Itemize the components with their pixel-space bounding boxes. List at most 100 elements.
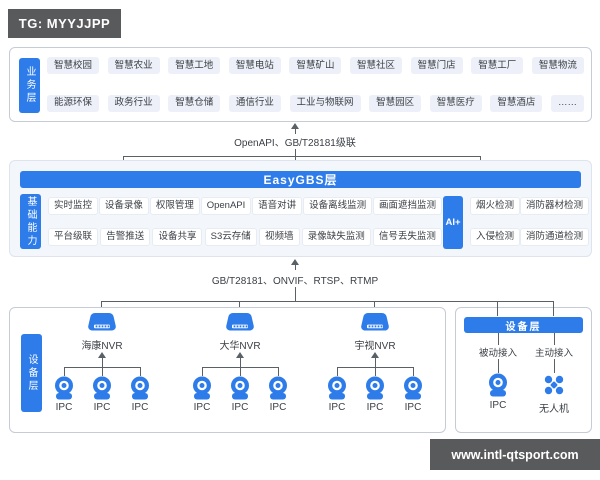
capability-item: 语音对讲 bbox=[252, 197, 303, 216]
access-panel: 设备层 被动接入 IPC 主动接入 无人机 bbox=[455, 307, 592, 433]
ai-row-2: 入侵检测 消防通道检测 bbox=[470, 227, 590, 246]
capability-item: 告警推送 bbox=[100, 227, 151, 246]
ipc-label: IPC bbox=[328, 402, 346, 413]
arrow-up-icon bbox=[371, 352, 379, 358]
device-layer-box: 设备层 海康NVR IPC IPC IPC bbox=[9, 307, 446, 433]
business-item: 智慧农业 bbox=[107, 57, 160, 75]
connector-line bbox=[278, 367, 279, 376]
connector-top-label: OpenAPI、GB/T28181级联 bbox=[234, 138, 356, 149]
connector-line bbox=[497, 301, 498, 316]
ipc-label: IPC bbox=[193, 402, 211, 413]
ipc-label: IPC bbox=[55, 402, 73, 413]
access-panel-header: 设备层 bbox=[464, 317, 583, 333]
connector-line bbox=[498, 333, 499, 345]
connector-line bbox=[553, 301, 554, 316]
ipc-camera-icon bbox=[267, 376, 289, 400]
access-device-label: IPC bbox=[489, 400, 507, 411]
connector-line bbox=[413, 367, 414, 376]
nvr-icon bbox=[224, 312, 256, 332]
capability-item: OpenAPI bbox=[200, 197, 252, 216]
nvr-icon bbox=[359, 312, 391, 332]
ipc-camera-icon bbox=[53, 376, 75, 400]
capability-item: 设备共享 bbox=[152, 227, 203, 246]
ai-capability-item: 消防通道检测 bbox=[520, 227, 590, 246]
capability-row-2: 平台级联 告警推送 设备共享 S3云存储 视频墙 录像缺失监测 信号丢失监测 bbox=[48, 227, 442, 246]
device-layer-label: 设备层 bbox=[21, 334, 42, 412]
business-layer-box: 业务层 智慧校园 智慧农业 智慧工地 智慧电站 智慧矿山 智慧社区 智慧门店 智… bbox=[9, 47, 592, 122]
ipc-label: IPC bbox=[131, 402, 149, 413]
business-item: 智慧园区 bbox=[369, 94, 422, 112]
connector-line bbox=[64, 367, 65, 376]
business-item: 智慧仓储 bbox=[168, 94, 221, 112]
ipc-camera-icon bbox=[191, 376, 213, 400]
connector-line bbox=[202, 367, 203, 376]
connector-bottom-label: GB/T28181、ONVIF、RTSP、RTMP bbox=[211, 276, 379, 287]
business-item: 能源环保 bbox=[47, 94, 100, 112]
connector-line bbox=[240, 357, 241, 367]
nvr-name: 海康NVR bbox=[81, 341, 123, 352]
connector-line bbox=[295, 128, 296, 134]
tg-watermark-badge: TG: MYYJJPP bbox=[8, 9, 121, 38]
website-badge: www.intl-qtsport.com bbox=[430, 439, 600, 470]
business-item: 智慧物流 bbox=[531, 57, 584, 75]
capability-item: 平台级联 bbox=[48, 227, 99, 246]
capability-item: 设备离线监测 bbox=[303, 197, 373, 216]
arrow-up-icon bbox=[291, 123, 299, 129]
ipc-camera-icon bbox=[364, 376, 386, 400]
business-item: 智慧社区 bbox=[350, 57, 403, 75]
ipc-camera-icon bbox=[91, 376, 113, 400]
business-layer-grid: 智慧校园 智慧农业 智慧工地 智慧电站 智慧矿山 智慧社区 智慧门店 智慧工厂 … bbox=[47, 57, 584, 112]
arrow-up-icon bbox=[291, 259, 299, 265]
connector-line bbox=[102, 367, 103, 376]
ai-capability-item: 入侵检测 bbox=[470, 227, 521, 246]
nvr-name: 宇视NVR bbox=[354, 341, 396, 352]
business-row-2: 能源环保 政务行业 智慧仓储 通信行业 工业与物联网 智慧园区 智慧医疗 智慧酒… bbox=[47, 94, 584, 112]
drone-icon bbox=[543, 374, 565, 396]
business-item: 智慧校园 bbox=[47, 57, 100, 75]
connector-line bbox=[295, 264, 296, 270]
business-item: 智慧电站 bbox=[228, 57, 281, 75]
connector-line bbox=[240, 367, 241, 376]
business-item: 工业与物联网 bbox=[289, 94, 361, 112]
platform-layer-box: EasyGBS层 基础能力 实时监控 设备录像 权限管理 OpenAPI 语音对… bbox=[9, 160, 592, 257]
business-item: 智慧酒店 bbox=[490, 94, 543, 112]
connector-line bbox=[101, 301, 553, 302]
ipc-label: IPC bbox=[366, 402, 384, 413]
arrow-up-icon bbox=[98, 352, 106, 358]
capability-item: 实时监控 bbox=[48, 197, 99, 216]
business-item: 智慧医疗 bbox=[429, 94, 482, 112]
ipc-label: IPC bbox=[231, 402, 249, 413]
connector-line bbox=[101, 301, 102, 312]
connector-line bbox=[295, 287, 296, 302]
business-item: 智慧工厂 bbox=[471, 57, 524, 75]
connector-line bbox=[375, 367, 376, 376]
nvr-icon bbox=[86, 312, 118, 332]
nvr-name: 大华NVR bbox=[219, 341, 261, 352]
nvr-group: 大华NVR IPC IPC IPC bbox=[164, 308, 316, 434]
business-layer-label: 业务层 bbox=[19, 58, 40, 113]
capability-item: 画面遮挡监测 bbox=[372, 197, 442, 216]
access-type-label: 被动接入 bbox=[478, 348, 517, 359]
ai-capability-grid: 烟火检测 消防器材检测 入侵检测 消防通道检测 bbox=[470, 197, 590, 246]
connector-line bbox=[337, 367, 338, 376]
business-item: 智慧工地 bbox=[168, 57, 221, 75]
capability-row-1: 实时监控 设备录像 权限管理 OpenAPI 语音对讲 设备离线监测 画面遮挡监… bbox=[48, 197, 442, 216]
ipc-camera-icon bbox=[487, 373, 509, 397]
connector-line bbox=[123, 156, 481, 157]
access-device-label: 无人机 bbox=[539, 404, 569, 415]
ipc-camera-icon bbox=[402, 376, 424, 400]
ipc-label: IPC bbox=[404, 402, 422, 413]
access-type-label: 主动接入 bbox=[534, 348, 573, 359]
capability-item: 设备录像 bbox=[98, 197, 149, 216]
ipc-camera-icon bbox=[129, 376, 151, 400]
capability-label: 基础能力 bbox=[20, 194, 41, 249]
ipc-camera-icon bbox=[229, 376, 251, 400]
ipc-label: IPC bbox=[93, 402, 111, 413]
ipc-camera-icon bbox=[326, 376, 348, 400]
connector-line bbox=[102, 357, 103, 367]
ipc-label: IPC bbox=[269, 402, 287, 413]
capability-item: 权限管理 bbox=[149, 197, 200, 216]
ai-capability-item: 消防器材检测 bbox=[520, 197, 590, 216]
nvr-group: 海康NVR IPC IPC IPC bbox=[26, 308, 178, 434]
business-item: 政务行业 bbox=[107, 94, 160, 112]
